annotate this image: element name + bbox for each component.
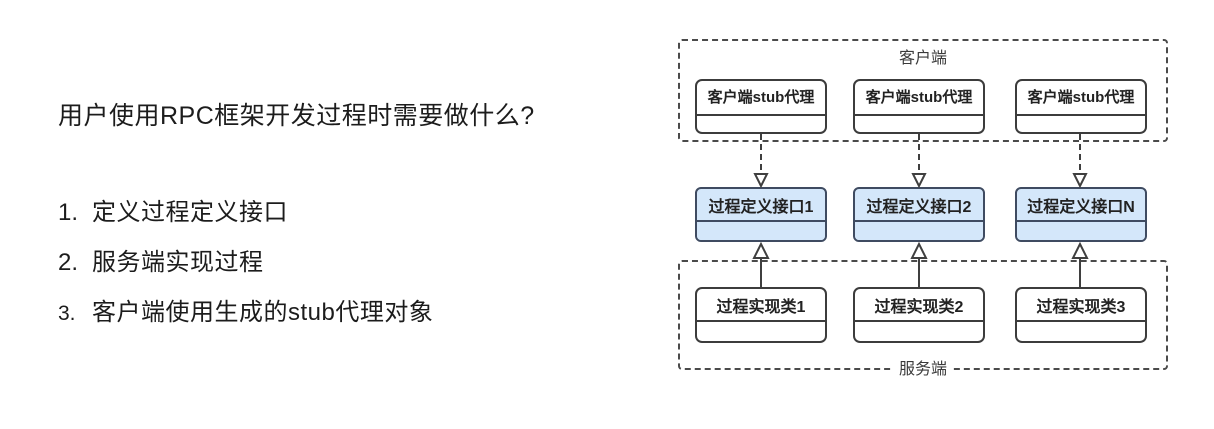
list-item-number: 2. xyxy=(58,249,79,276)
up-arrowhead xyxy=(1071,241,1089,259)
client-stub-title: 客户端stub代理 xyxy=(855,81,983,116)
implementation-box-1: 过程实现类1 xyxy=(695,287,827,343)
list-item-number: 1. xyxy=(58,199,79,226)
client-container-label: 客户端 xyxy=(893,44,953,68)
interface-box-2: 过程定义接口2 xyxy=(853,187,985,242)
list-item-number: 3. xyxy=(58,302,76,325)
empty-compartment xyxy=(1017,322,1145,341)
down-arrowhead xyxy=(753,173,769,189)
list-item: 1. 定义过程定义接口 xyxy=(58,192,618,242)
client-stub-box-1: 客户端stub代理 xyxy=(695,79,827,134)
server-container: 服务端 xyxy=(678,260,1168,379)
interface-box-1: 过程定义接口1 xyxy=(695,187,827,242)
empty-compartment xyxy=(855,322,983,341)
interface-title: 过程定义接口1 xyxy=(697,189,825,222)
question-text: 用户使用RPC框架开发过程时需要做什么? xyxy=(58,102,535,130)
implementation-title: 过程实现类1 xyxy=(697,289,825,322)
down-arrowhead xyxy=(911,173,927,189)
empty-compartment xyxy=(1017,116,1145,132)
empty-compartment xyxy=(697,322,825,341)
server-container-label: 服务端 xyxy=(893,355,953,379)
empty-compartment xyxy=(1017,222,1145,240)
steps-list: 1. 定义过程定义接口 2. 服务端实现过程 3. 客户端使用生成的stub代理… xyxy=(58,192,618,342)
interface-title: 过程定义接口2 xyxy=(855,189,983,222)
interface-box-N: 过程定义接口N xyxy=(1015,187,1147,242)
up-arrowhead xyxy=(910,241,928,259)
list-item: 2. 服务端实现过程 xyxy=(58,242,618,292)
list-item-text: 服务端实现过程 xyxy=(92,249,264,276)
implementation-title: 过程实现类2 xyxy=(855,289,983,322)
client-stub-box-2: 客户端stub代理 xyxy=(853,79,985,134)
client-stub-title: 客户端stub代理 xyxy=(697,81,825,116)
list-item-text: 定义过程定义接口 xyxy=(92,199,288,226)
empty-compartment xyxy=(855,222,983,240)
empty-compartment xyxy=(855,116,983,132)
implementation-box-3: 过程实现类3 xyxy=(1015,287,1147,343)
client-container: 客户端 xyxy=(678,39,1168,142)
list-item-text: 客户端使用生成的stub代理对象 xyxy=(92,299,434,326)
client-stub-box-3: 客户端stub代理 xyxy=(1015,79,1147,134)
empty-compartment xyxy=(697,222,825,240)
implementation-title: 过程实现类3 xyxy=(1017,289,1145,322)
interface-title: 过程定义接口N xyxy=(1017,189,1145,222)
client-stub-title: 客户端stub代理 xyxy=(1017,81,1145,116)
list-item: 3. 客户端使用生成的stub代理对象 xyxy=(58,292,618,342)
empty-compartment xyxy=(697,116,825,132)
implementation-box-2: 过程实现类2 xyxy=(853,287,985,343)
down-arrowhead xyxy=(1072,173,1088,189)
up-arrowhead xyxy=(752,241,770,259)
